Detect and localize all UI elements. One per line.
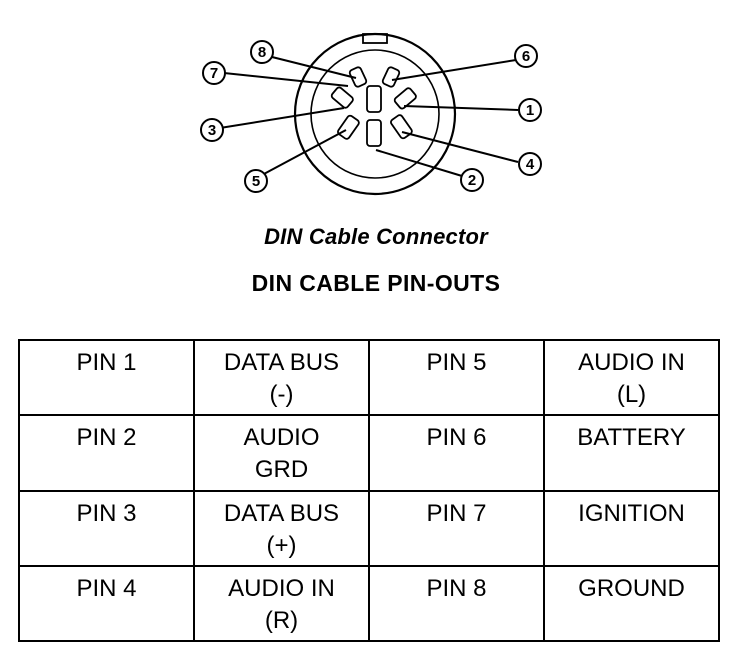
cell-text: PIN 2 xyxy=(76,424,137,452)
connector-key-notch xyxy=(362,33,388,44)
pin-function-cell: DATA BUS (-) xyxy=(193,338,370,417)
cell-text: AUDIO IN (L) xyxy=(578,349,685,408)
pin-function-cell: DATA BUS (+) xyxy=(193,489,370,567)
cell-text: PIN 1 xyxy=(76,349,137,376)
pin-number-cell: PIN 3 xyxy=(18,489,195,567)
pin-number-cell: PIN 4 xyxy=(18,564,195,643)
section-heading: DIN CABLE PIN-OUTS xyxy=(251,270,501,296)
callout-6: 6 xyxy=(514,44,538,68)
cell-text: AUDIO GRD xyxy=(243,424,320,484)
callout-8: 8 xyxy=(250,40,274,64)
svg-text:8: 8 xyxy=(258,44,266,61)
callout-5: 5 xyxy=(244,169,268,193)
callout-3: 3 xyxy=(200,118,224,142)
din-connector-diagram: 8 7 3 5 6 1 4 2 xyxy=(200,32,542,196)
table-row: PIN 2 AUDIO GRD PIN 6 BATTERY xyxy=(18,414,720,492)
pin-function-cell: AUDIO GRD xyxy=(193,414,370,492)
pin-number-cell: PIN 1 xyxy=(18,338,195,417)
table-row: PIN 1 DATA BUS (-) PIN 5 AUDIO IN (L) xyxy=(18,338,720,417)
cell-text: IGNITION xyxy=(578,499,685,527)
table-row: PIN 4 AUDIO IN (R) PIN 8 GROUND xyxy=(18,564,720,643)
connector-outer-ring xyxy=(293,32,457,196)
table-row: PIN 3 DATA BUS (+) PIN 7 IGNITION xyxy=(18,489,720,567)
pin-number-cell: PIN 6 xyxy=(368,414,545,492)
callout-1: 1 xyxy=(518,98,542,122)
cell-text: BATTERY xyxy=(577,424,686,452)
cell-text: PIN 8 xyxy=(426,574,487,602)
pin-function-cell: IGNITION xyxy=(543,489,720,567)
svg-text:7: 7 xyxy=(210,65,218,82)
cell-text: DATA BUS (-) xyxy=(223,349,340,408)
cell-text: PIN 5 xyxy=(426,349,487,376)
pin-function-cell: AUDIO IN (L) xyxy=(543,338,720,417)
callout-2: 2 xyxy=(460,168,484,192)
svg-text:1: 1 xyxy=(526,102,534,119)
cell-text: PIN 3 xyxy=(76,499,137,527)
svg-text:3: 3 xyxy=(208,122,216,139)
svg-text:2: 2 xyxy=(468,172,476,189)
pin-sockets xyxy=(330,66,417,147)
cell-text: DATA BUS (+) xyxy=(223,499,340,559)
svg-text:6: 6 xyxy=(522,48,530,65)
callout-7: 7 xyxy=(202,61,226,85)
pin-number-cell: PIN 2 xyxy=(18,414,195,492)
pin-number-cell: PIN 7 xyxy=(368,489,545,567)
cell-text: PIN 4 xyxy=(76,574,137,602)
pin-number-cell: PIN 5 xyxy=(368,338,545,417)
diagram-caption: DIN Cable Connector xyxy=(264,224,488,249)
pin-number-cell: PIN 8 xyxy=(368,564,545,643)
cell-text: PIN 6 xyxy=(426,424,487,452)
svg-text:5: 5 xyxy=(252,173,260,190)
cell-text: GROUND xyxy=(578,574,685,602)
cell-text: AUDIO IN (R) xyxy=(228,574,335,634)
cell-text: PIN 7 xyxy=(426,499,487,527)
leader-lines xyxy=(219,55,519,177)
callout-4: 4 xyxy=(518,152,542,176)
svg-text:4: 4 xyxy=(526,156,535,173)
pin-function-cell: AUDIO IN (R) xyxy=(193,564,370,643)
connector-inner-ring xyxy=(310,49,440,179)
pinout-table: PIN 1 DATA BUS (-) PIN 5 AUDIO IN (L) PIN 2 A… xyxy=(18,338,720,643)
pin-function-cell: GROUND xyxy=(543,564,720,643)
pin-function-cell: BATTERY xyxy=(543,414,720,492)
